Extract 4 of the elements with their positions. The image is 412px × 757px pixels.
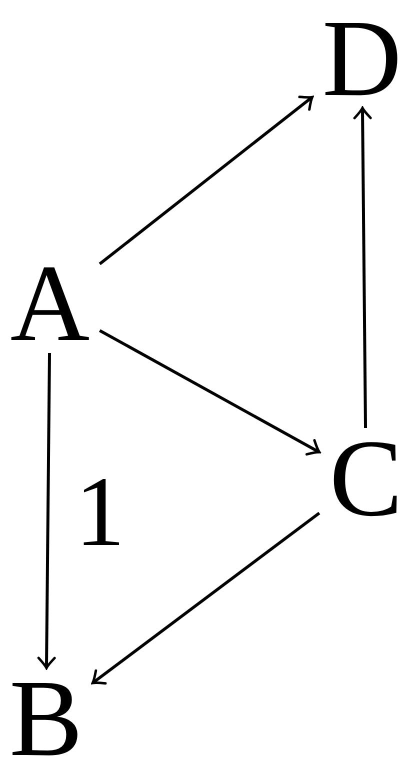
node-letter: B: [0, 668, 93, 757]
node-letter: C: [319, 428, 412, 528]
node-letter: A: [0, 253, 100, 353]
node-letter: D: [312, 8, 412, 108]
